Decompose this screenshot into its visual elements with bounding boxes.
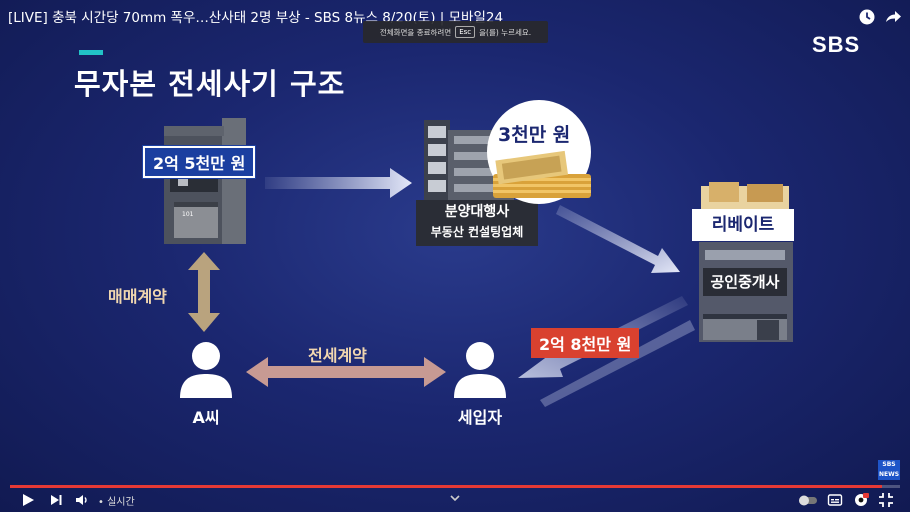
tenant-label: 세입자 — [457, 408, 503, 427]
building-number: 101 — [182, 211, 194, 218]
next-icon[interactable] — [48, 492, 64, 508]
arrow-sale-contract — [188, 252, 220, 332]
person-a-icon — [178, 340, 234, 400]
title-accent-bar — [79, 50, 103, 55]
live-label: • 실시간 — [98, 497, 135, 508]
rebate-label: 리베이트 — [692, 209, 794, 241]
agency-label: 분양대행사 부동산 컨설팅업체 — [416, 200, 538, 246]
chevron-down-icon[interactable] — [447, 490, 463, 506]
exit-fullscreen-icon[interactable] — [878, 492, 894, 508]
person-a-label: A씨 — [192, 408, 220, 427]
sbs-news-badge: SBS NEWS — [878, 460, 900, 480]
share-icon[interactable] — [884, 8, 902, 26]
toast-suffix: 을(를) 누르세요. — [479, 27, 532, 37]
player-controls — [0, 488, 910, 512]
agency-line-2: 부동산 컨설팅업체 — [430, 225, 524, 239]
toast-prefix: 전체화면을 종료하려면 — [379, 27, 452, 37]
fee-amount: 3천만 원 — [498, 124, 571, 146]
arrow-building-to-agency — [265, 168, 412, 198]
slide-title: 무자본 전세사기 구조 — [74, 67, 346, 101]
broker-label: 공인중개사 — [703, 268, 787, 296]
play-icon[interactable] — [20, 492, 36, 508]
purchase-amount-tag: 2억 5천만 원 — [143, 146, 256, 178]
settings-icon[interactable] — [853, 492, 869, 508]
watch-later-icon[interactable] — [858, 8, 876, 26]
arrow-jeonse-contract — [246, 357, 446, 387]
house-building: 101 — [160, 118, 250, 244]
progress-fill — [10, 485, 883, 488]
captions-icon[interactable] — [827, 492, 843, 508]
cash-stack-icon — [489, 150, 593, 200]
agency-line-1: 분양대행사 — [444, 204, 510, 220]
sale-contract-label: 매매계약 — [108, 287, 167, 306]
arrow-agency-to-broker — [556, 205, 680, 273]
tenant-icon — [452, 340, 508, 400]
autoplay-toggle-icon[interactable] — [798, 492, 818, 508]
volume-icon[interactable] — [74, 492, 90, 508]
sbs-logo: SBS — [812, 32, 861, 57]
jeonse-contract-label: 전세계약 — [308, 346, 367, 365]
esc-key-label: Esc — [455, 26, 476, 38]
broker-building — [695, 182, 795, 342]
exit-fullscreen-toast: 전체화면을 종료하려면 Esc 을(를) 누르세요. — [363, 21, 548, 43]
arrow-broker-to-tenant-b — [540, 320, 695, 407]
jeonse-amount-tag: 2억 8천만 원 — [531, 328, 640, 358]
